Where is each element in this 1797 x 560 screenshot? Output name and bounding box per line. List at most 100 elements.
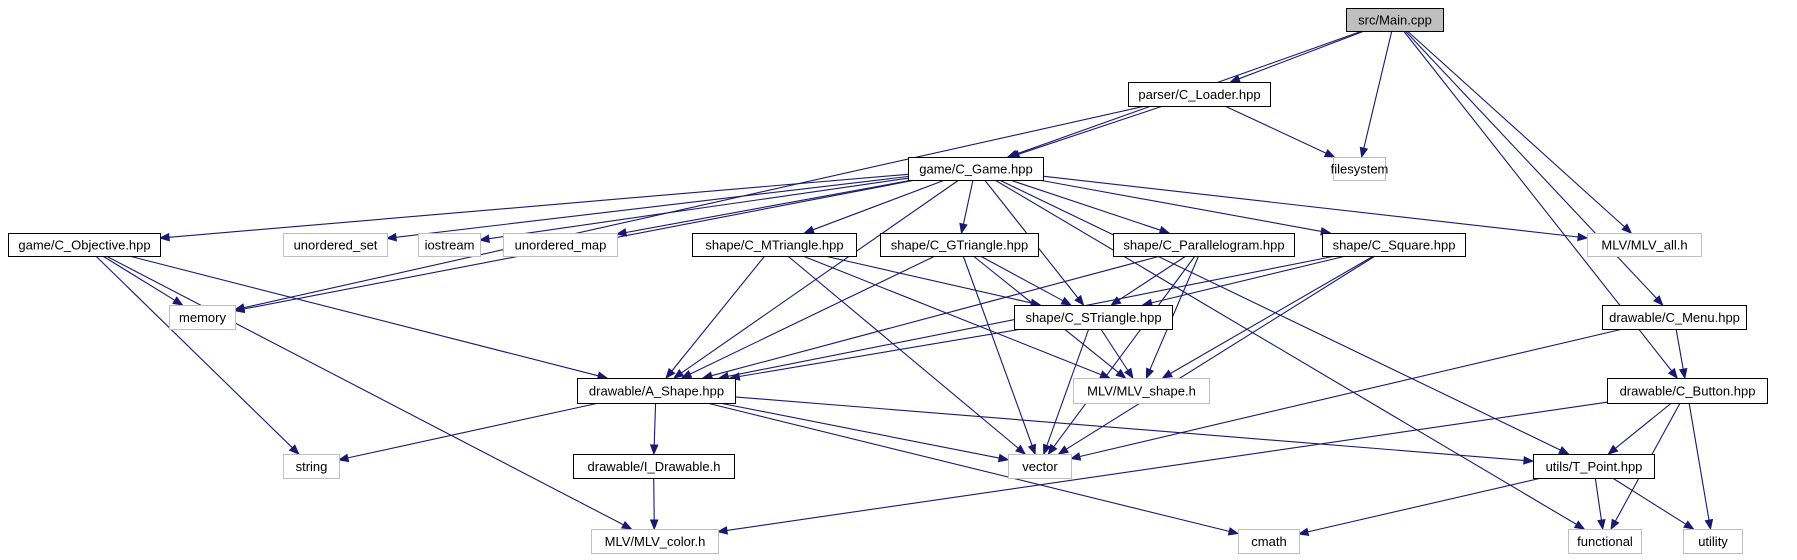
node-tpoint[interactable]: utils/T_Point.hpp xyxy=(1533,454,1655,479)
node-game[interactable]: game/C_Game.hpp xyxy=(908,157,1044,181)
edge-menu-to-vector xyxy=(1069,328,1624,461)
arrowhead-icon xyxy=(1573,520,1586,530)
edge-line xyxy=(102,255,176,301)
arrowhead-icon xyxy=(1597,519,1606,531)
edge-tpoint-to-functional xyxy=(1594,477,1606,531)
node-mtriangle[interactable]: shape/C_MTriangle.hpp xyxy=(692,233,857,257)
edge-loader-to-filesystem xyxy=(1224,105,1336,158)
node-objective[interactable]: game/C_Objective.hpp xyxy=(8,233,161,257)
node-ashape[interactable]: drawable/A_Shape.hpp xyxy=(577,378,736,404)
node-loader[interactable]: parser/C_Loader.hpp xyxy=(1128,82,1271,107)
edge-line xyxy=(105,255,624,526)
node-main[interactable]: src/Main.cpp xyxy=(1346,8,1444,32)
node-box xyxy=(692,233,857,257)
arrowhead-icon xyxy=(803,225,815,234)
edge-ashape-to-idrawable xyxy=(649,402,659,456)
node-box xyxy=(1128,82,1271,107)
edge-game-to-square xyxy=(1038,179,1332,236)
edge-game-to-unordered_map xyxy=(615,179,913,237)
edge-line xyxy=(1307,477,1542,533)
node-unordered-set: unordered_set xyxy=(283,233,388,257)
arrowhead-icon xyxy=(337,453,350,463)
edge-tpoint-to-cmath xyxy=(1297,477,1542,537)
edge-game-to-ashape xyxy=(672,179,960,379)
node-label: cmath xyxy=(1251,534,1286,549)
arrowhead-icon xyxy=(1042,443,1052,456)
node-square[interactable]: shape/C_Square.hpp xyxy=(1322,233,1466,257)
node-striangle[interactable]: shape/C_STriangle.hpp xyxy=(1014,305,1173,330)
edge-line xyxy=(1404,30,1658,299)
node-utility: utility xyxy=(1683,529,1743,554)
edge-line xyxy=(962,179,974,225)
edge-line xyxy=(1594,477,1602,521)
node-box xyxy=(1008,454,1072,479)
node-label: shape/C_GTriangle.hpp xyxy=(891,238,1029,253)
node-label: functional xyxy=(1577,534,1633,549)
node-label: utility xyxy=(1698,534,1728,549)
node-label: src/Main.cpp xyxy=(1358,13,1432,28)
edge-objective-to-memory xyxy=(102,255,184,306)
edge-button-to-utility xyxy=(1688,402,1714,531)
arrowhead-icon xyxy=(1558,446,1570,455)
arrowhead-icon xyxy=(1110,296,1122,306)
arrowhead-icon xyxy=(1607,444,1619,455)
node-box xyxy=(1346,8,1444,32)
node-label: drawable/A_Shape.hpp xyxy=(589,384,724,399)
node-parallelogram[interactable]: shape/C_Parallelogram.hpp xyxy=(1113,233,1295,257)
node-string: string xyxy=(283,454,340,479)
node-gtriangle[interactable]: shape/C_GTriangle.hpp xyxy=(880,233,1039,257)
node-label: MLV/MLV_all.h xyxy=(1601,238,1687,253)
edge-line xyxy=(812,179,946,231)
edge-button-to-mlv_color xyxy=(716,401,1608,535)
edge-line xyxy=(787,255,1019,449)
arrowhead-icon xyxy=(233,304,246,314)
node-box xyxy=(8,233,161,257)
arrowhead-icon xyxy=(1359,146,1369,159)
edge-main-to-menu xyxy=(1404,30,1664,306)
edge-line xyxy=(625,179,913,234)
node-box xyxy=(1607,378,1768,404)
node-label: drawable/C_Button.hpp xyxy=(1620,384,1756,399)
edge-line xyxy=(980,255,1064,302)
edge-parallelogram-to-mlv_shape xyxy=(1145,255,1200,380)
node-box xyxy=(591,529,719,554)
edge-line xyxy=(994,179,1577,525)
nodes-layer: src/Main.cpp parser/C_Loader.hpp game/C_Ga… xyxy=(8,8,1768,554)
edge-game-to-mtriangle xyxy=(803,179,946,234)
edge-line xyxy=(1612,477,1687,525)
arrowhead-icon xyxy=(1069,452,1082,461)
edge-gtriangle-to-vector xyxy=(962,255,1036,456)
node-functional: functional xyxy=(1568,529,1642,554)
edge-line xyxy=(1615,402,1672,449)
node-box xyxy=(1533,454,1655,479)
arrowhead-icon xyxy=(716,526,728,535)
edge-line xyxy=(739,328,1022,378)
edge-ashape-to-string xyxy=(337,402,600,463)
node-idrawable[interactable]: drawable/I_Drawable.h xyxy=(573,454,735,479)
node-button[interactable]: drawable/C_Button.hpp xyxy=(1607,378,1768,404)
edge-menu-to-button xyxy=(1675,328,1688,380)
node-label: shape/C_Parallelogram.hpp xyxy=(1123,238,1284,253)
node-iostream: iostream xyxy=(418,233,481,257)
node-box xyxy=(1014,305,1173,330)
edge-parallelogram-to-striangle xyxy=(1110,255,1187,306)
edge-line xyxy=(395,175,909,238)
node-menu[interactable]: drawable/C_Menu.hpp xyxy=(1602,305,1747,330)
edge-line xyxy=(1018,105,1164,155)
node-mlv-shape: MLV/MLV_shape.h xyxy=(1073,378,1210,404)
node-label: game/C_Objective.hpp xyxy=(18,238,150,253)
node-label: memory xyxy=(179,310,226,325)
edge-objective-to-string xyxy=(95,255,300,455)
arrowhead-icon xyxy=(1227,527,1240,536)
node-label: unordered_set xyxy=(294,238,378,253)
node-label: parser/C_Loader.hpp xyxy=(1138,87,1260,102)
node-label: utils/T_Point.hpp xyxy=(1546,459,1643,474)
edge-line xyxy=(95,255,293,449)
edge-line xyxy=(1046,328,1090,446)
edge-line xyxy=(962,255,1033,446)
arrowhead-icon xyxy=(997,453,1010,463)
edge-striangle-to-mlv_shape xyxy=(1100,328,1134,380)
node-box xyxy=(1587,233,1702,257)
edge-line xyxy=(1066,255,1376,450)
